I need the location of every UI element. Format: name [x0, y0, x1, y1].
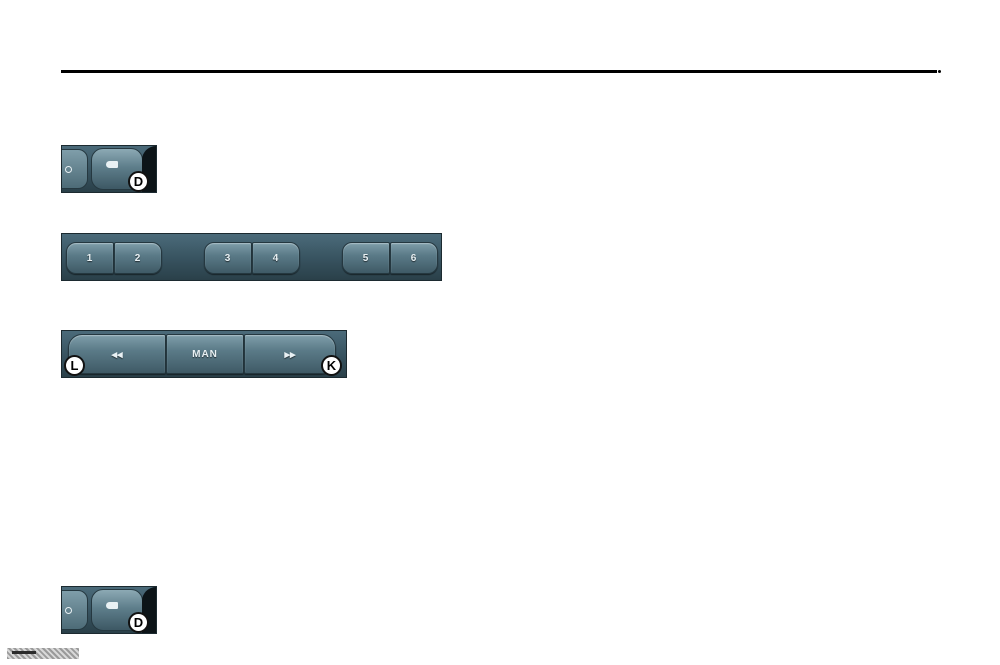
- manual-label: MAN: [192, 348, 218, 360]
- manual-button[interactable]: MAN: [166, 334, 244, 374]
- source-panel-top: D: [61, 145, 157, 193]
- dot-icon: [65, 166, 72, 173]
- preset-button-6[interactable]: 6: [390, 242, 438, 274]
- rewind-icon: ◂◂: [111, 348, 123, 361]
- source-icon: [106, 602, 118, 609]
- marker-d: D: [128, 612, 149, 633]
- adjacent-button[interactable]: [62, 590, 88, 630]
- hatched-strip: [7, 648, 79, 659]
- source-panel-bottom: D: [61, 586, 157, 634]
- preset-panel: 1 2 3 4 5 6: [61, 233, 442, 281]
- marker-l: L: [64, 355, 85, 376]
- preset-label: 1: [86, 252, 94, 264]
- strip-bar: [12, 651, 36, 654]
- preset-button-5[interactable]: 5: [342, 242, 390, 274]
- seek-panel: ◂◂ MAN ▸▸ L K: [61, 330, 347, 378]
- seek-back-button[interactable]: ◂◂: [68, 334, 166, 374]
- preset-button-1[interactable]: 1: [66, 242, 114, 274]
- preset-label: 4: [272, 252, 280, 264]
- preset-label: 2: [134, 252, 142, 264]
- preset-button-3[interactable]: 3: [204, 242, 252, 274]
- preset-button-4[interactable]: 4: [252, 242, 300, 274]
- forward-icon: ▸▸: [284, 348, 296, 361]
- preset-label: 3: [224, 252, 232, 264]
- horizontal-rule: [61, 70, 937, 73]
- marker-d: D: [128, 171, 149, 192]
- source-icon: [106, 161, 118, 168]
- preset-label: 6: [410, 252, 418, 264]
- seek-forward-button[interactable]: ▸▸: [244, 334, 336, 374]
- preset-label: 5: [362, 252, 370, 264]
- marker-k: K: [321, 355, 342, 376]
- dot-icon: [65, 607, 72, 614]
- rule-end-dot: [938, 70, 941, 73]
- preset-button-2[interactable]: 2: [114, 242, 162, 274]
